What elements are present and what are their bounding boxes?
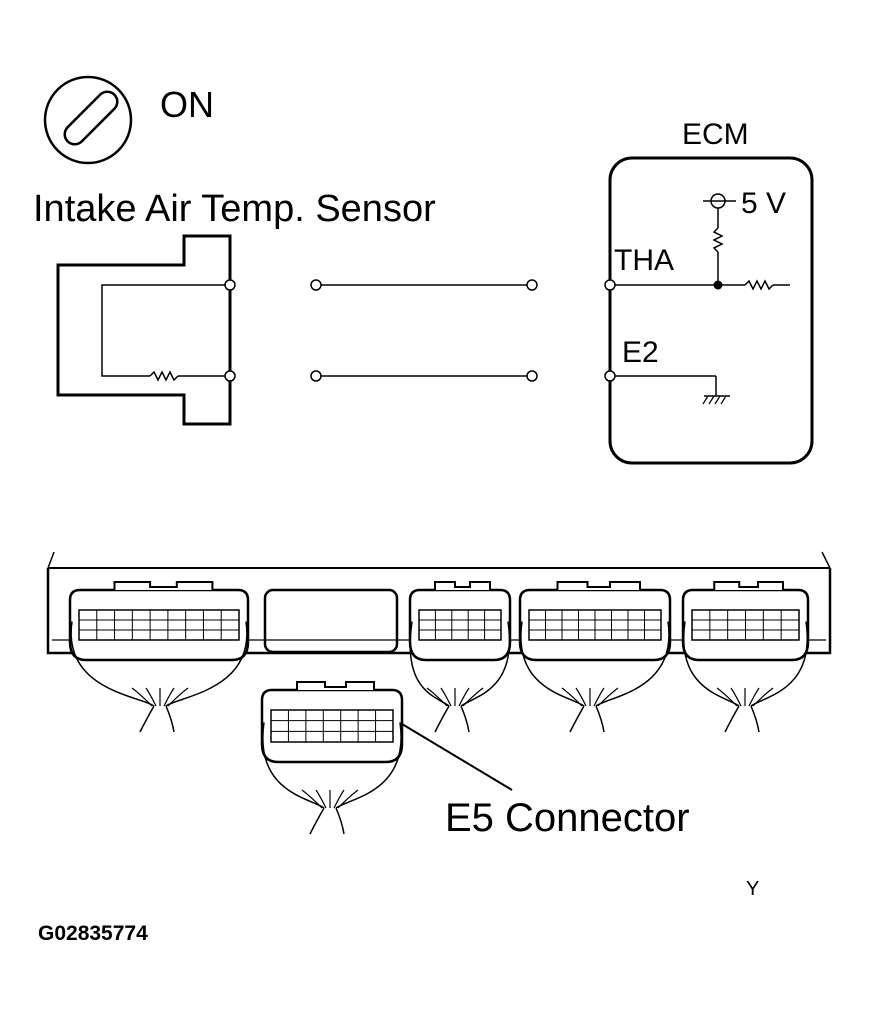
input-resistor-icon: [744, 279, 774, 291]
ecm-connector-4-harness: [682, 621, 809, 733]
sensor-connector-body: [56, 234, 232, 426]
e5-connector-label: E5 Connector: [445, 796, 690, 840]
sensor-terminal-tha: [224, 279, 236, 291]
e5-leader-line: [401, 723, 513, 791]
sensor-title: Intake Air Temp. Sensor: [33, 188, 436, 230]
ecm-tha-circuit: [615, 279, 790, 291]
ignition-state-label: ON: [160, 84, 214, 125]
ignition-switch-icon: [43, 75, 133, 165]
ecm-label-window: [263, 588, 399, 654]
ecm-e2-circuit: [615, 375, 730, 405]
e5-connector-harness: [262, 722, 402, 835]
ecm-connector-1-harness: [70, 621, 248, 733]
pullup-resistor-icon: [712, 227, 724, 253]
e5-connector: [260, 681, 404, 764]
ecm-terminal-tha: [604, 279, 616, 291]
harness-wire-tha: [310, 279, 538, 291]
direction-mark: Y: [746, 878, 759, 900]
ecm-connector-2-harness: [409, 621, 511, 733]
ecm-connector-3: [518, 581, 672, 662]
ecm-connector-3-harness: [520, 621, 670, 733]
ground-icon: [702, 395, 730, 405]
harness-wire-e2: [310, 370, 538, 382]
ecm-box: [608, 156, 814, 465]
ecm-title: ECM: [682, 118, 749, 151]
ecm-voltage-label: 5 V: [741, 187, 786, 220]
ecm-connector-1: [68, 581, 250, 662]
sensor-terminal-e2: [224, 370, 236, 382]
ecm-connector-4: [681, 581, 810, 662]
sensor-resistor-icon: [149, 370, 179, 382]
ecm-terminal-tha-label: THA: [614, 244, 674, 277]
power-supply-icon: [703, 193, 736, 285]
ecm-terminal-e2-label: E2: [622, 336, 659, 369]
ecm-connector-2: [408, 581, 512, 662]
junction-dot: [713, 280, 723, 290]
sensor-internal-wiring: [101, 284, 225, 382]
ecm-terminal-e2: [604, 370, 616, 382]
figure-code: G02835774: [38, 922, 148, 945]
